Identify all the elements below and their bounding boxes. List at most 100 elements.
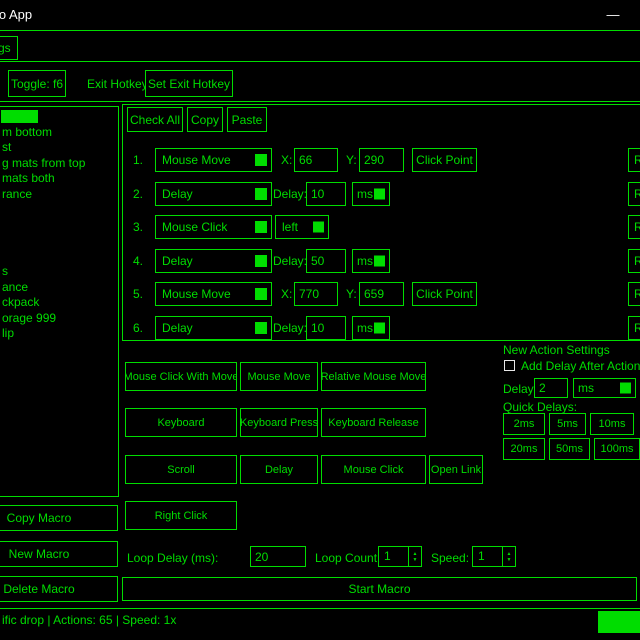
- delete-macro-button[interactable]: Delete Macro: [0, 576, 118, 602]
- macro-list: m bottom st g mats from top mats both ra…: [0, 106, 119, 497]
- add-mouse-click-button[interactable]: Mouse Click: [321, 455, 426, 484]
- action-type-value: Mouse Move: [162, 153, 231, 167]
- new-macro-button[interactable]: New Macro: [0, 541, 118, 567]
- macro-list-item[interactable]: [0, 202, 118, 218]
- click-point-button[interactable]: Click Point: [412, 282, 477, 306]
- x-label: X:: [281, 153, 293, 167]
- toggle-hotkey-button[interactable]: Toggle: f6: [8, 70, 66, 97]
- add-mouse-move-button[interactable]: Mouse Move: [240, 362, 318, 391]
- speed-arrows[interactable]: ▲ ▼: [502, 547, 515, 566]
- action-row-number: 4.: [133, 254, 144, 268]
- new-action-settings-title: New Action Settings: [503, 343, 610, 357]
- dropdown-arrow-icon: [255, 154, 267, 166]
- mouse-button-dropdown[interactable]: left: [275, 215, 329, 239]
- tab-settings[interactable]: Settings: [0, 36, 18, 60]
- x-coordinate-input[interactable]: [294, 148, 338, 172]
- add-relative-mouse-move-button[interactable]: Relative Mouse Move: [321, 362, 426, 391]
- add-mouse-click-with-move-button[interactable]: Mouse Click With Move: [125, 362, 237, 391]
- delay-unit-dropdown[interactable]: ms: [352, 249, 390, 273]
- delay-label: Delay:: [273, 187, 308, 201]
- macro-list-item[interactable]: g mats from top: [2, 155, 86, 170]
- dropdown-arrow-icon: [374, 255, 385, 267]
- action-type-dropdown[interactable]: Delay: [155, 182, 272, 206]
- speed-stepper[interactable]: 1 ▲ ▼: [472, 546, 516, 567]
- macro-list-item[interactable]: ckpack: [2, 295, 40, 309]
- action-type-dropdown[interactable]: Mouse Move: [155, 148, 272, 172]
- new-action-delay-unit-dropdown[interactable]: ms: [573, 378, 636, 398]
- spinner-up-icon[interactable]: ▲: [506, 550, 512, 557]
- add-open-link-button[interactable]: Open Link: [429, 455, 483, 484]
- add-scroll-button[interactable]: Scroll: [125, 455, 237, 484]
- x-coordinate-input[interactable]: [294, 282, 338, 306]
- add-keyboard-press-button[interactable]: Keyboard Press: [240, 408, 318, 437]
- minimize-button[interactable]: —: [596, 4, 630, 24]
- macro-list-item[interactable]: rance: [2, 186, 33, 201]
- loop-count-stepper[interactable]: 1 ▲ ▼: [378, 546, 422, 567]
- add-delay-after-action-checkbox[interactable]: [504, 360, 515, 371]
- add-keyboard-button[interactable]: Keyboard: [125, 408, 237, 437]
- macro-list-item[interactable]: orage 999: [2, 310, 57, 325]
- dropdown-arrow-icon: [255, 221, 267, 233]
- mouse-button-value: left: [282, 220, 299, 234]
- remove-action-button[interactable]: Remove: [628, 148, 640, 172]
- action-type-dropdown[interactable]: Delay: [155, 316, 272, 340]
- quick-delay-100ms-button[interactable]: 100ms: [594, 438, 640, 460]
- add-keyboard-release-button[interactable]: Keyboard Release: [321, 408, 426, 437]
- copy-actions-button[interactable]: Copy: [187, 107, 223, 132]
- macro-list-item[interactable]: [0, 233, 118, 249]
- click-point-button[interactable]: Click Point: [412, 148, 477, 172]
- macro-list-item-selected[interactable]: [0, 109, 118, 125]
- dropdown-arrow-icon: [255, 255, 267, 267]
- action-type-dropdown[interactable]: Mouse Click: [155, 215, 272, 239]
- remove-action-button[interactable]: Remove: [628, 215, 640, 239]
- new-action-delay-input[interactable]: [534, 378, 568, 398]
- loop-count-arrows[interactable]: ▲ ▼: [408, 547, 421, 566]
- delay-unit-value: ms: [357, 254, 373, 268]
- remove-action-button[interactable]: Remove: [628, 249, 640, 273]
- loop-delay-label: Loop Delay (ms):: [127, 551, 219, 565]
- dropdown-arrow-icon: [255, 288, 267, 300]
- new-action-delay-unit-value: ms: [578, 381, 594, 395]
- macro-list-item[interactable]: st: [2, 140, 12, 154]
- quick-delay-10ms-button[interactable]: 10ms: [590, 413, 634, 435]
- copy-macro-button[interactable]: Copy Macro: [0, 505, 118, 531]
- remove-action-button[interactable]: Remove: [628, 282, 640, 306]
- delay-unit-dropdown[interactable]: ms: [352, 316, 390, 340]
- spinner-down-icon[interactable]: ▼: [412, 556, 418, 563]
- loop-delay-input[interactable]: [250, 546, 306, 567]
- macro-list-item[interactable]: s: [2, 264, 8, 278]
- macro-list-item[interactable]: lip: [2, 326, 15, 340]
- macro-list-item[interactable]: [0, 218, 118, 234]
- spinner-down-icon[interactable]: ▼: [506, 556, 512, 563]
- quick-delay-20ms-button[interactable]: 20ms: [503, 438, 545, 460]
- action-type-dropdown[interactable]: Delay: [155, 249, 272, 273]
- spinner-up-icon[interactable]: ▲: [412, 550, 418, 557]
- statusbar-divider: [0, 608, 640, 609]
- macro-list-item[interactable]: mats both: [2, 171, 55, 185]
- action-type-dropdown[interactable]: Mouse Move: [155, 282, 272, 306]
- delay-value-input[interactable]: [306, 249, 346, 273]
- minimize-icon: —: [606, 6, 620, 22]
- y-label: Y:: [346, 153, 357, 167]
- add-right-click-button[interactable]: Right Click: [125, 501, 237, 530]
- speed-value: 1: [478, 549, 485, 563]
- delay-value-input[interactable]: [306, 316, 346, 340]
- delay-unit-dropdown[interactable]: ms: [352, 182, 390, 206]
- y-coordinate-input[interactable]: [359, 282, 404, 306]
- remove-action-button[interactable]: Remove: [628, 182, 640, 206]
- paste-actions-button[interactable]: Paste: [227, 107, 267, 132]
- macro-list-item[interactable]: ance: [2, 279, 29, 294]
- macro-list-item[interactable]: [0, 249, 118, 265]
- quick-delay-5ms-button[interactable]: 5ms: [549, 413, 586, 435]
- quick-delay-2ms-button[interactable]: 2ms: [503, 413, 545, 435]
- add-delay-button[interactable]: Delay: [240, 455, 318, 484]
- quick-delay-50ms-button[interactable]: 50ms: [549, 438, 590, 460]
- check-all-button[interactable]: Check All: [127, 107, 183, 132]
- dropdown-arrow-icon: [255, 322, 267, 334]
- y-coordinate-input[interactable]: [359, 148, 404, 172]
- start-macro-button[interactable]: Start Macro: [122, 577, 637, 601]
- delay-value-input[interactable]: [306, 182, 346, 206]
- set-exit-hotkey-button[interactable]: Set Exit Hotkey: [145, 70, 233, 97]
- remove-action-button[interactable]: Remove: [628, 316, 640, 340]
- macro-list-item[interactable]: m bottom: [2, 124, 53, 139]
